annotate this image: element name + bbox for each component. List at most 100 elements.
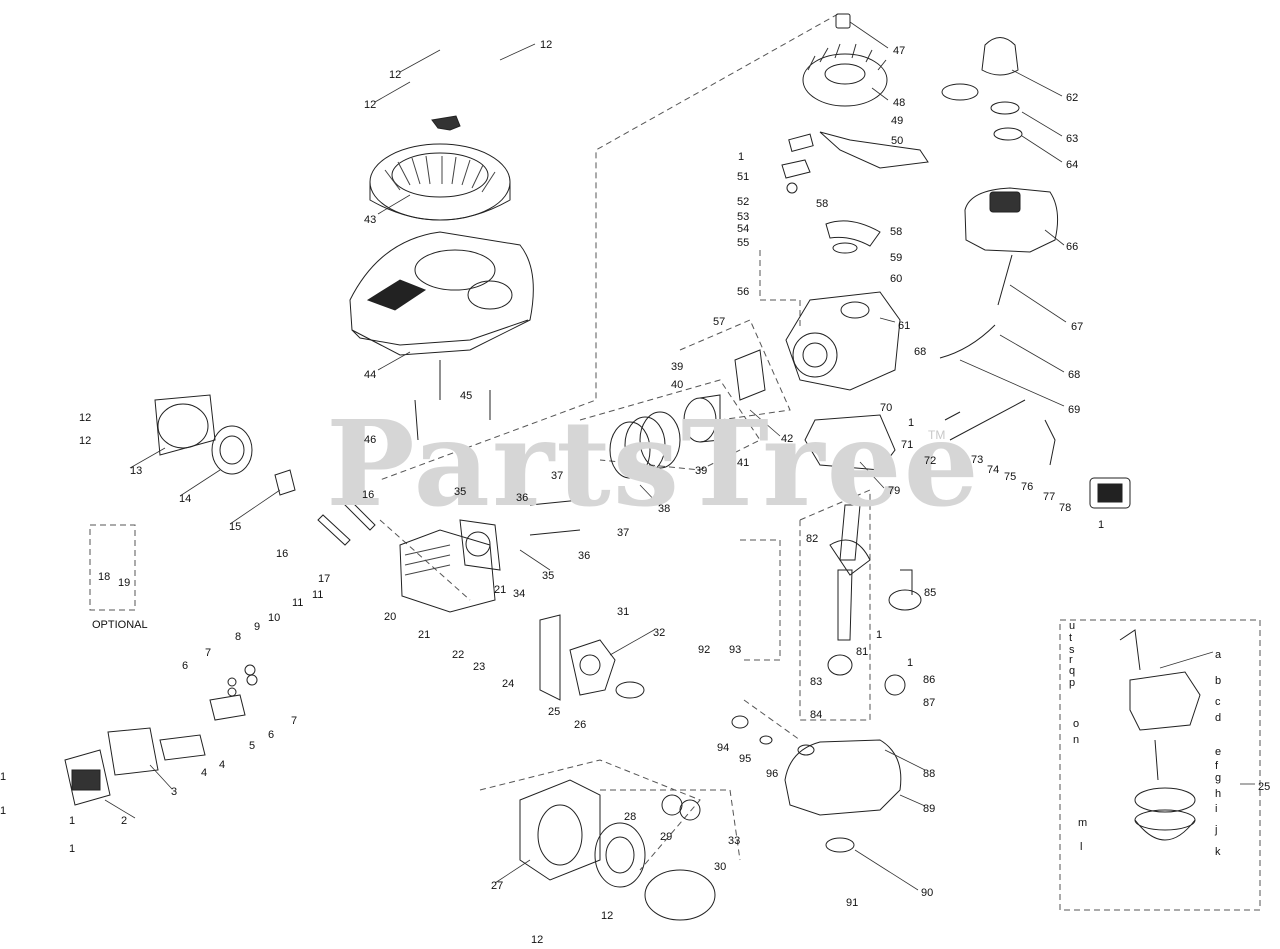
- valve-cover: [64, 727, 206, 806]
- part-callout: 1: [69, 815, 76, 827]
- part-callout: 25: [1258, 781, 1271, 793]
- part-callout: 5: [249, 740, 256, 752]
- part-callout: 28: [624, 811, 637, 823]
- part-callout: 46: [364, 434, 377, 446]
- part-callout: 15: [229, 521, 242, 533]
- part-callout: 12: [601, 910, 614, 922]
- part-callout: 79: [888, 485, 901, 497]
- part-callout: 36: [516, 492, 529, 504]
- part-callout: e: [1215, 746, 1222, 758]
- part-callout: 39: [671, 361, 684, 373]
- part-callout: 7: [291, 715, 298, 727]
- part-callout: 84: [810, 709, 823, 721]
- carburetor: [539, 614, 645, 701]
- part-callout: 12: [389, 69, 402, 81]
- oil-sump: [731, 715, 902, 853]
- part-callout: 74: [987, 464, 1000, 476]
- cylinder-head: [399, 519, 501, 613]
- part-callout: 61: [898, 320, 911, 332]
- part-callout: 78: [1059, 502, 1072, 514]
- part-callout: 13: [130, 465, 143, 477]
- crankshaft: [827, 504, 922, 696]
- part-callout: b: [1215, 675, 1222, 687]
- part-callout: u: [1069, 620, 1076, 632]
- part-callout: 96: [766, 768, 779, 780]
- part-callout: 59: [890, 252, 903, 264]
- part-callout: 69: [1068, 404, 1081, 416]
- part-callout: r: [1069, 654, 1073, 666]
- part-callout: 30: [714, 861, 727, 873]
- part-callout: k: [1215, 846, 1221, 858]
- part-callout: 2: [121, 815, 128, 827]
- part-callout: p: [1069, 677, 1076, 689]
- part-callout: 94: [717, 742, 730, 754]
- part-callout: 16: [276, 548, 289, 560]
- part-callout: 55: [737, 237, 750, 249]
- part-callout: 52: [737, 196, 750, 208]
- optional-label: OPTIONAL: [92, 619, 148, 631]
- part-callout: h: [1215, 788, 1222, 800]
- part-callout: 45: [460, 390, 473, 402]
- part-callout: 57: [713, 316, 726, 328]
- part-callout: 63: [1066, 133, 1079, 145]
- part-callout: 25: [548, 706, 561, 718]
- carburetor-inset: [1119, 629, 1201, 841]
- part-callout: 67: [1071, 321, 1084, 333]
- part-callout: 1: [907, 657, 914, 669]
- part-callout: 36: [578, 550, 591, 562]
- part-callout: 68: [1068, 369, 1081, 381]
- part-callout: 35: [454, 486, 467, 498]
- part-callout: 93: [729, 644, 742, 656]
- muffler: [519, 779, 716, 921]
- part-callout: 9: [254, 621, 261, 633]
- part-callout: 31: [617, 606, 630, 618]
- part-callout: 4: [201, 767, 208, 779]
- part-callout: o: [1073, 718, 1080, 730]
- part-callout: 37: [617, 527, 630, 539]
- part-callout: a: [1215, 649, 1222, 661]
- part-callout: 33: [728, 835, 741, 847]
- part-callout: t: [1069, 632, 1073, 644]
- part-callout: 12: [79, 435, 92, 447]
- part-callout: f: [1215, 760, 1219, 772]
- part-callout: 53: [737, 211, 750, 223]
- part-callout: 26: [574, 719, 587, 731]
- part-callout: 6: [182, 660, 189, 672]
- part-callout: 56: [737, 286, 750, 298]
- part-callout: 70: [880, 402, 893, 414]
- watermark: PartsTree: [326, 394, 981, 533]
- recoil-starter: [369, 115, 511, 221]
- part-callout: 3: [171, 786, 178, 798]
- part-callout: 71: [901, 439, 914, 451]
- part-callout: 1: [69, 843, 76, 855]
- part-callout: 27: [491, 880, 504, 892]
- engine-block: [785, 220, 901, 391]
- fuel-tank: [941, 37, 1059, 306]
- part-callout: 47: [893, 45, 906, 57]
- part-callout: j: [1215, 824, 1218, 836]
- part-callout: m: [1078, 817, 1088, 829]
- part-callout: 88: [923, 768, 936, 780]
- part-callout: 18: [98, 571, 111, 583]
- part-callout: 51: [737, 171, 750, 183]
- part-callout: 68: [914, 346, 927, 358]
- part-callout: c: [1215, 696, 1221, 708]
- part-callout: 12: [79, 412, 92, 424]
- part-callout: 85: [924, 587, 937, 599]
- blower-housing: [349, 231, 534, 356]
- part-callout: 66: [1066, 241, 1079, 253]
- part-callout: 44: [364, 369, 377, 381]
- part-callout: 4: [219, 759, 226, 771]
- part-callout: 21: [418, 629, 431, 641]
- part-callout: 24: [502, 678, 515, 690]
- part-callout: 73: [971, 454, 984, 466]
- part-callout: 54: [737, 223, 750, 235]
- flywheel: [802, 13, 888, 107]
- part-callout: 12: [540, 39, 553, 51]
- part-callout: 1: [908, 417, 915, 429]
- part-callout: 60: [890, 273, 903, 285]
- part-callout: 34: [513, 588, 526, 600]
- part-callout: 1: [876, 629, 883, 641]
- part-callout: 49: [891, 115, 904, 127]
- part-callout: 1: [738, 151, 745, 163]
